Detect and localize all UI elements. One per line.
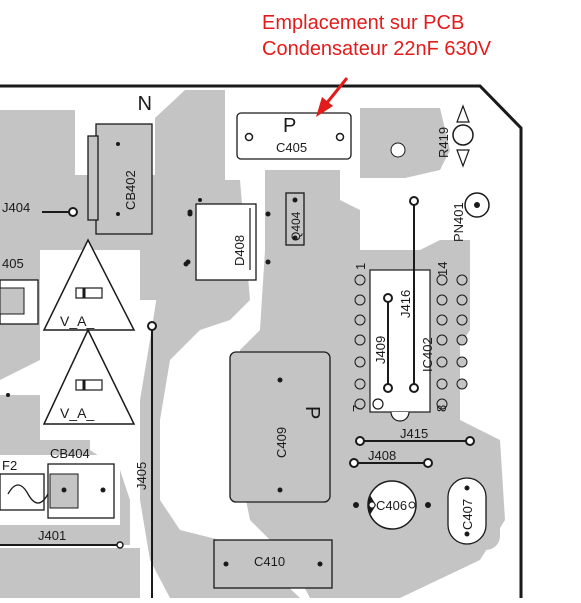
c405-p-mark: P — [283, 115, 296, 137]
c406-label: C406 — [376, 498, 407, 513]
j409-label: J409 — [373, 336, 388, 364]
ic-pin8-label: 8 — [434, 405, 449, 412]
j405-left-label: 405 — [2, 256, 24, 271]
ic-pin7-label: 7 — [350, 405, 365, 412]
cb402-label: CB402 — [123, 170, 138, 210]
ic402-label: IC402 — [420, 337, 435, 372]
triangle-va-2: V_A_ — [42, 328, 136, 425]
j416-label: J416 — [398, 290, 413, 318]
d408-label: D408 — [232, 235, 247, 266]
c407-label: C407 — [460, 499, 475, 530]
c410-label: C410 — [254, 554, 285, 569]
triangle-va-1: V_A_ — [42, 238, 136, 331]
r419-label: R419 — [436, 127, 451, 158]
va1-label: V_A_ — [60, 313, 94, 329]
cb402-footprint: CB402 — [87, 123, 153, 235]
q404-footprint: Q404 — [285, 192, 305, 246]
annotation-line-2: Condensateur 22nF 630V — [262, 38, 492, 60]
board-outline — [0, 84, 523, 598]
pn401-label: PN401 — [451, 202, 466, 242]
cb404-label: CB404 — [50, 446, 90, 461]
j408-label: J408 — [368, 448, 396, 463]
j404-label: J404 — [2, 200, 30, 215]
vias — [6, 198, 202, 397]
annotation-line-1: Emplacement sur PCB — [262, 12, 465, 34]
f2-label: F2 — [2, 458, 17, 473]
q404-label: Q404 — [289, 211, 303, 241]
c406-footprint: C406 — [353, 480, 431, 530]
n-mark: N — [138, 91, 152, 113]
c409-label: C409 — [274, 427, 289, 458]
annotation-arrow — [316, 77, 349, 117]
j405-label: J405 — [134, 462, 149, 490]
ic402-footprint: J416 J409 IC402 1 14 7 8 — [350, 196, 468, 422]
ic-pin1-label: 1 — [353, 263, 368, 270]
j415-label: J415 — [400, 426, 428, 441]
c410-footprint: C410 — [213, 539, 333, 589]
copper-bottom-left — [0, 548, 140, 598]
copper-central-band — [140, 180, 300, 598]
d408-footprint: D408 — [185, 203, 271, 281]
c409-p-mark: P — [301, 406, 323, 419]
j401-label: J401 — [38, 528, 66, 543]
c407-footprint: C407 — [447, 477, 487, 545]
c405-footprint: P C405 — [236, 112, 352, 160]
ic-pin14-label: 14 — [435, 262, 450, 276]
va2-label: V_A_ — [60, 405, 94, 421]
f2-footprint — [0, 473, 45, 511]
copper-top-right — [360, 108, 450, 178]
c409-footprint: C409 P — [229, 351, 331, 503]
c405-label: C405 — [276, 140, 307, 155]
